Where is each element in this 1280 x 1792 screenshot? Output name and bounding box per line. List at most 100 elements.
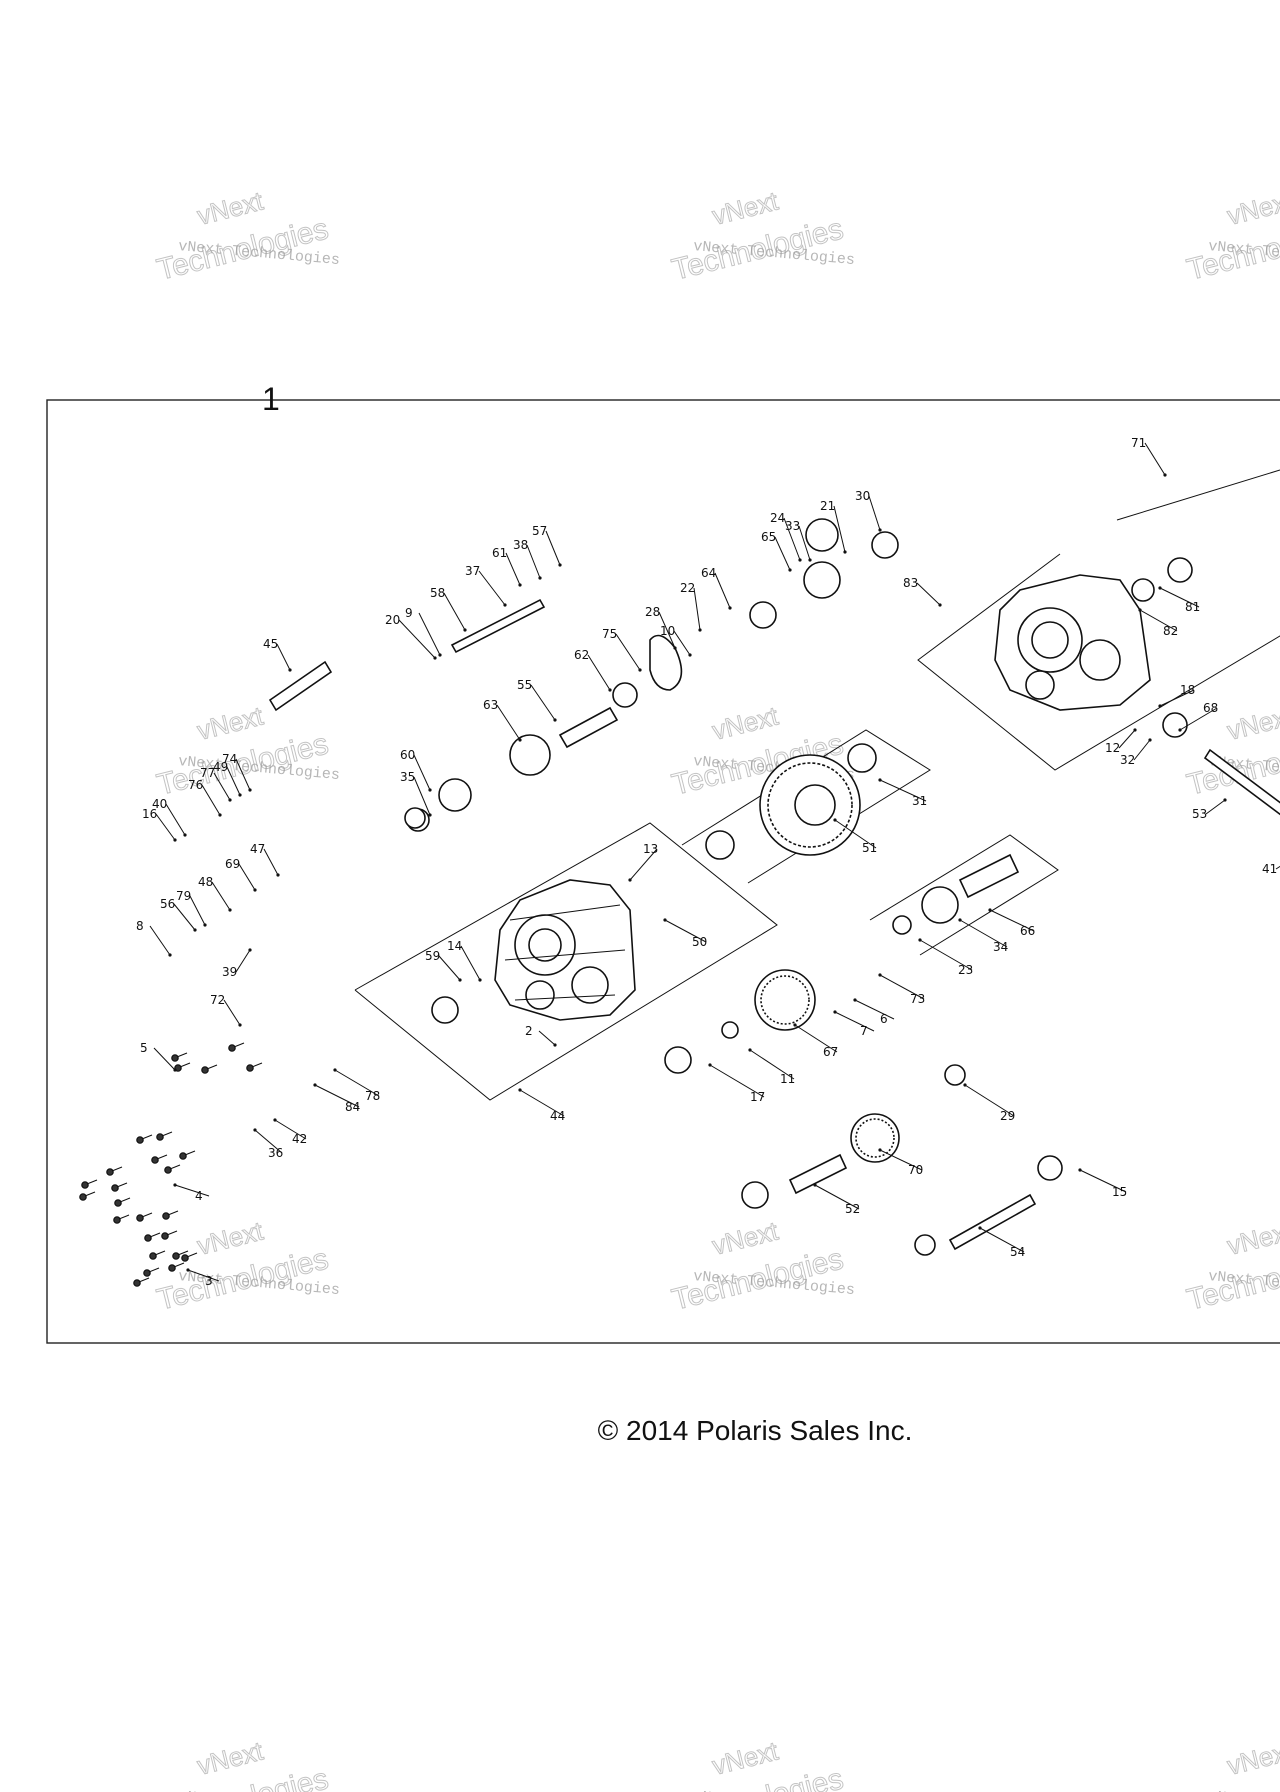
svg-text:8: 8: [136, 919, 144, 933]
callout-30: 30: [855, 489, 882, 532]
svg-text:vNext: vNext: [1224, 700, 1280, 745]
main-gearcase: [494, 879, 636, 1021]
callout-62: 62: [574, 648, 612, 692]
bolt-icon: [179, 1150, 196, 1160]
svg-text:56: 56: [160, 897, 175, 911]
svg-text:28: 28: [645, 605, 660, 619]
svg-text:84: 84: [345, 1100, 360, 1114]
callout-57: 57: [532, 524, 562, 567]
svg-text:82: 82: [1163, 624, 1178, 638]
callout-24: 24: [770, 511, 802, 562]
svg-text:63: 63: [483, 698, 498, 712]
callout-70: 70: [878, 1148, 923, 1177]
callout-61: 61: [492, 546, 522, 587]
bolt-icon: [81, 1179, 98, 1189]
svg-text:61: 61: [492, 546, 507, 560]
callout-45: 45: [263, 637, 292, 672]
callout-22: 22: [680, 581, 702, 632]
svg-text:22: 22: [680, 581, 695, 595]
callout-73: 73: [878, 973, 925, 1006]
svg-text:35: 35: [400, 770, 415, 784]
svg-text:11: 11: [780, 1072, 795, 1086]
svg-text:83: 83: [903, 576, 918, 590]
bolt-icon: [228, 1042, 245, 1052]
callout-58: 58: [430, 586, 467, 632]
svg-text:73: 73: [910, 992, 925, 1006]
svg-text:44: 44: [550, 1109, 565, 1123]
callout-21: 21: [820, 499, 847, 554]
svg-text:58: 58: [430, 586, 445, 600]
svg-text:62: 62: [574, 648, 589, 662]
callout-55: 55: [517, 678, 557, 722]
copyright-notice: © 2014 Polaris Sales Inc.: [597, 1415, 913, 1446]
callout-31: 31: [878, 778, 927, 808]
svg-text:39: 39: [222, 965, 237, 979]
bolt-icon: [136, 1212, 153, 1222]
bolt-icon: [149, 1250, 166, 1260]
svg-text:75: 75: [602, 627, 617, 641]
callout-68: 68: [1178, 701, 1218, 732]
callout-74: 74: [222, 752, 252, 792]
bolt-icon: [181, 1252, 198, 1262]
bolt-icon: [111, 1182, 128, 1192]
callout-83: 83: [903, 576, 942, 607]
svg-text:31: 31: [912, 794, 927, 808]
callout-20: 20: [385, 613, 437, 660]
callout-40: 40: [152, 797, 187, 837]
callout-79: 79: [176, 889, 207, 927]
bolt-icon: [164, 1164, 181, 1174]
callout-2: 2: [525, 1024, 557, 1047]
callout-29: 29: [963, 1083, 1015, 1123]
bolt-icon: [174, 1062, 191, 1072]
svg-text:79: 79: [176, 889, 191, 903]
callout-18: 18: [1158, 683, 1195, 708]
bolt-icon: [106, 1166, 123, 1176]
callout-12: 12: [1105, 728, 1137, 755]
svg-text:30: 30: [855, 489, 870, 503]
callout-71: 71: [1131, 436, 1167, 477]
bolt-icon: [113, 1214, 130, 1224]
callout-72: 72: [210, 993, 242, 1027]
svg-text:vNext: vNext: [709, 1735, 781, 1780]
callout-5: 5: [140, 1041, 177, 1072]
svg-text:2: 2: [525, 1024, 533, 1038]
svg-text:38: 38: [513, 538, 528, 552]
svg-text:57: 57: [532, 524, 547, 538]
callout-32: 32: [1120, 738, 1152, 767]
svg-text:64: 64: [701, 566, 716, 580]
callout-28: 28: [645, 605, 677, 650]
callout-66: 66: [988, 908, 1035, 938]
fastener-clusters: [79, 1042, 263, 1287]
svg-text:23: 23: [958, 963, 973, 977]
svg-text:72: 72: [210, 993, 225, 1007]
bolt-icon: [144, 1232, 161, 1242]
svg-text:77: 77: [200, 766, 215, 780]
svg-text:vNext: vNext: [194, 700, 266, 745]
callout-67: 67: [793, 1023, 838, 1059]
callout-9: 9: [405, 606, 442, 657]
callout-37: 37: [465, 564, 507, 607]
svg-text:51: 51: [862, 841, 877, 855]
callout-49: 49: [213, 760, 242, 797]
svg-text:49: 49: [213, 760, 228, 774]
svg-text:vNext: vNext: [709, 185, 781, 230]
bolt-icon: [161, 1230, 178, 1240]
svg-text:vNext: vNext: [194, 1735, 266, 1780]
svg-text:54: 54: [1010, 1245, 1025, 1259]
callout-81: 81: [1158, 586, 1200, 614]
ring-gear: [705, 743, 877, 860]
callout-42: 42: [273, 1118, 307, 1146]
svg-text:29: 29: [1000, 1109, 1015, 1123]
bolt-icon: [151, 1154, 168, 1164]
svg-text:vNext: vNext: [709, 700, 781, 745]
svg-text:vNext: vNext: [1224, 1735, 1280, 1780]
callout-63: 63: [483, 698, 522, 742]
svg-text:13: 13: [643, 842, 658, 856]
shafts: [268, 598, 1280, 1251]
